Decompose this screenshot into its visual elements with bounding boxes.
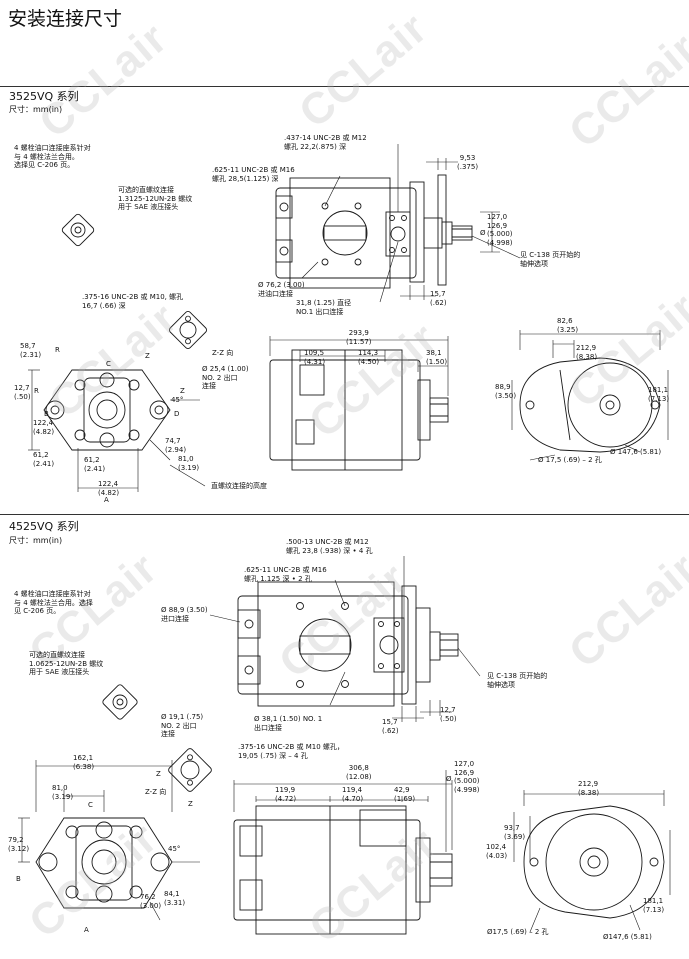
zz-view-label: Z-Z 向 (212, 349, 234, 357)
pcd-note: Ø 147,6 (5.81) (610, 448, 662, 456)
series-title: 3525VQ 系列 (9, 90, 79, 103)
label-z: Z (188, 800, 193, 808)
angle-45: 45° (168, 845, 181, 853)
shaft-dia: 127,0 126,9 (5.000) (4.998) (454, 760, 480, 794)
pump-4525-end-view (523, 805, 665, 919)
label-b: B (44, 410, 49, 418)
label-a: A (104, 496, 109, 504)
units-label: 尺寸：mm(in) (9, 536, 63, 545)
outlet-no1-note: 31,8 (1.25) 直径 NO.1 出口连接 (296, 299, 352, 316)
dim-58-7: 58,7 (2.31) (20, 342, 42, 359)
pump-3525-end-view (519, 357, 661, 453)
tap-500-note: .500-13 UNC-2B 或 M12 螺孔 23,8 (.938) 深 • … (286, 538, 373, 555)
page-title: 安装连接尺寸 (8, 8, 123, 30)
dim-61-2-a: 61,2 (2.41) (33, 451, 55, 468)
label-z: Z (156, 770, 161, 778)
dim-79-2: 79,2 (3.12) (8, 836, 30, 853)
dim-162-1: 162,1 (6.38) (73, 754, 95, 771)
pump-3525-side-view (275, 174, 473, 289)
dim-12-7: 12,7 (.50) (14, 384, 31, 401)
tap-375-note: .375-16 UNC-2B 或 M10, 螺孔 16,7 (.66) 深 (82, 293, 184, 310)
dim-122-4-h: 122,4 (4.82) (98, 480, 120, 497)
dim-15-7: 15,7 (.62) (382, 718, 399, 735)
shaft-dia-symbol: Ø (480, 229, 486, 237)
series-title: 4525VQ 系列 (9, 520, 79, 533)
angle-45: 45° (171, 396, 184, 404)
label-r: R (34, 387, 39, 395)
dim-109-5: 109,5 (4.31) (304, 349, 326, 366)
inlet-note: Ø 76,2 (3.00) 进油口连接 (258, 281, 305, 298)
shaft-dia-symbol: Ø (446, 775, 452, 783)
dim-119-4: 119,4 (4.70) (342, 786, 364, 803)
inlet-note: Ø 88,9 (3.50) 进口连接 (161, 606, 208, 623)
outlet-no1-note: Ø 38,1 (1.50) NO. 1 出口连接 (254, 715, 323, 732)
section-divider (0, 514, 689, 515)
dim-74-7: 74,7 (2.94) (165, 437, 187, 454)
straight-thread-note: 可选的直螺纹连接 1.3125-12UN-2B 螺纹 用于 SAE 液压接头 (118, 186, 193, 211)
dim-212-9: 212,9 (8.38) (576, 344, 598, 361)
label-c: C (106, 360, 111, 368)
see-c138-note: 见 C-138 页开始的 轴伸选项 (520, 251, 581, 268)
dim-102-4: 102,4 (4.03) (486, 843, 508, 860)
dim-15-7: 15,7 (.62) (430, 290, 447, 307)
holes-note: Ø17,5 (.69) – 2 孔 (487, 928, 549, 936)
pump-4525-side-view (237, 581, 459, 707)
outlet-no2-note: Ø 25,4 (1.00) NO. 2 出口 连接 (202, 365, 249, 390)
label-c: C (88, 801, 93, 809)
tap-375-note: .375-16 UNC-2B 或 M10 螺孔， 19,05 (.75) 深 –… (238, 743, 344, 760)
dim-82-6: 82,6 (3.25) (557, 317, 579, 334)
units-label: 尺寸：mm(in) (9, 105, 63, 114)
zz-view-label: Z-Z 向 (145, 788, 167, 796)
flange-note: 4 螺栓油口连接座系针对 与 4 螺栓法兰合用。选择 见 C-206 页。 (14, 590, 93, 615)
flange-3525-detail (61, 213, 95, 247)
dim-293-9: 293,9 (11.57) (346, 329, 372, 346)
pcd-note: Ø147,6 (5.81) (603, 933, 652, 941)
dim-42-9: 42,9 (1.69) (394, 786, 416, 803)
dim-9-53: 9,53 (.375) (457, 154, 479, 171)
flange-note: 4 螺栓油口连接座系针对 与 4 螺栓法兰合用。 选择见 C-206 页。 (14, 144, 91, 169)
pump-3525-top-view (269, 349, 449, 471)
pump-4525-top-view (233, 805, 453, 935)
label-b: B (16, 875, 21, 883)
thread-height-note: 直螺纹连接的高度 (211, 482, 267, 490)
dim-119-9: 119,9 (4.72) (275, 786, 297, 803)
tap-437-note: .437-14 UNC-2B 或 M12 螺孔 22,2(.875) 深 (284, 134, 367, 151)
dim-93-7: 93,7 (3.69) (504, 824, 526, 841)
dim-12-7: 12,7 (.50) (440, 706, 457, 723)
header-divider (0, 86, 689, 87)
dim-114-3: 114,3 (4.50) (358, 349, 380, 366)
dim-181-1: 181,1 (7.13) (648, 386, 670, 403)
label-r: R (55, 346, 60, 354)
holes-note: Ø 17,5 (.69) – 2 孔 (538, 456, 602, 464)
label-a: A (84, 926, 89, 934)
dim-306-8: 306,8 (12.08) (346, 764, 372, 781)
see-c138-note: 见 C-138 页开始的 轴伸选项 (487, 672, 548, 689)
tap-625-note: .625-11 UNC-2B 或 M16 螺孔 28,5(1.125) 深 (212, 166, 295, 183)
shaft-dia: 127,0 126,9 (5.000) (4.998) (487, 213, 513, 247)
dim-181-1: 181,1 (7.13) (643, 897, 665, 914)
straight-thread-note: 可选的直螺纹连接 1.0625-12UN-2B 螺纹 用于 SAE 液压接头 (29, 651, 104, 676)
dim-76-2: 76,2 (3.00) (140, 893, 162, 910)
tap-625-note: .625-11 UNC-2B 或 M16 螺孔 1.125 深 • 2 孔 (244, 566, 327, 583)
outlet-no2-note: Ø 19,1 (.75) NO. 2 出口 连接 (161, 713, 204, 738)
dim-212-9: 212,9 (8.38) (578, 780, 600, 797)
label-z: Z (180, 387, 185, 395)
dim-84-1: 84,1 (3.31) (164, 890, 186, 907)
dim-88-9: 88,9 (3.50) (495, 383, 517, 400)
label-z: Z (145, 352, 150, 360)
dim-122-4-v: 122,4 (4.82) (33, 419, 55, 436)
flange-4525-detail (102, 684, 138, 720)
dim-81-0: 81,0 (3.19) (178, 455, 200, 472)
label-d: D (174, 410, 180, 418)
dim-38-1: 38,1 (1.50) (426, 349, 448, 366)
pump-3525-front-view (43, 369, 171, 451)
dim-61-2-b: 61,2 (2.41) (84, 456, 106, 473)
dim-81-0: 81,0 (3.19) (52, 784, 74, 801)
